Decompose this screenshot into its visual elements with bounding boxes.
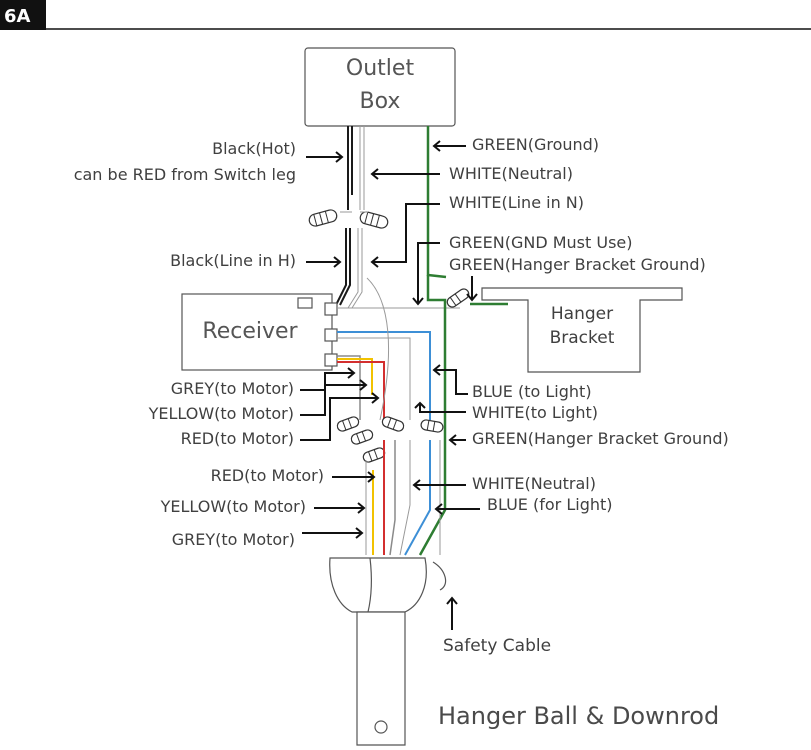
motor-wire-nuts [336,416,444,463]
hanger-bracket: Hanger Bracket [470,287,683,373]
label-yellow-motor-1: YELLOW(to Motor) [148,404,294,423]
white-neutral-lower [399,440,411,556]
receiver-label: Receiver [202,319,298,344]
label-safety-cable: Safety Cable [443,636,551,656]
label-grey-motor-1: GREY(to Motor) [171,379,294,398]
blue-light-lower [404,440,431,556]
black-line-in-wire [335,228,347,306]
label-black-line-in: Black(Line in H) [170,251,296,270]
supply-wires [347,126,447,279]
outlet-box-label-line2: Box [360,89,401,114]
label-green-ground: GREEN(Ground) [472,135,599,154]
caption-hanger-ball-downrod: Hanger Ball & Downrod [438,702,719,730]
figure-tag: 6A [0,0,46,30]
label-white-neutral-1: WHITE(Neutral) [449,164,573,183]
wire-nut-black [308,209,338,227]
label-green-hanger-2: GREEN(Hanger Bracket Ground) [472,429,729,448]
white-line-in-wire [347,228,359,309]
label-green-hanger-1: GREEN(Hanger Bracket Ground) [449,255,706,274]
hanger-ball-downrod [329,557,447,746]
label-white-to-light: WHITE(to Light) [472,403,598,422]
white-light-wire [337,337,411,420]
label-white-neutral-2: WHITE(Neutral) [472,474,596,493]
receiver-output-wires [337,277,460,421]
label-yellow-motor-2: YELLOW(to Motor) [160,497,306,516]
label-red-motor-2: RED(to Motor) [211,466,324,485]
label-red-motor-1: RED(to Motor) [181,429,294,448]
yellow-motor-wire [337,358,373,395]
receiver-input-wires [335,228,363,309]
hanger-bracket-label-line1: Hanger [551,304,613,324]
label-blue-to-light: BLUE (to Light) [472,382,592,401]
hanger-bracket-label-line2: Bracket [550,328,615,348]
motor-wires [365,275,447,556]
right-labels: GREEN(Ground) WHITE(Neutral) WHITE(Line … [370,135,729,656]
label-blue-for-light: BLUE (for Light) [487,495,613,514]
label-white-line-in: WHITE(Line in N) [449,193,584,212]
label-red-from-switch: can be RED from Switch leg [74,165,296,184]
wire-nut-white [359,211,389,229]
receiver-box: Receiver [181,293,338,371]
blue-light-wire [337,331,431,420]
arrow-black-hot [306,151,344,163]
green-hanger-ground-wire [418,275,447,556]
ground-wire-nut [446,288,470,308]
outlet-box-label-line1: Outlet [346,56,415,81]
top-wire-nuts [308,209,389,229]
label-grey-motor-2: GREY(to Motor) [172,530,295,549]
label-green-gnd-must: GREEN(GND Must Use) [449,233,633,252]
grey-motor-lower [389,440,396,556]
left-labels: Black(Hot) can be RED from Switch leg Bl… [74,139,380,549]
grey-motor-wire [337,355,361,420]
outlet-box: Outlet Box [304,47,456,127]
label-black-hot: Black(Hot) [212,139,296,158]
figure-tag-text: 6A [4,6,31,27]
arrow-black-line-in [306,256,342,268]
